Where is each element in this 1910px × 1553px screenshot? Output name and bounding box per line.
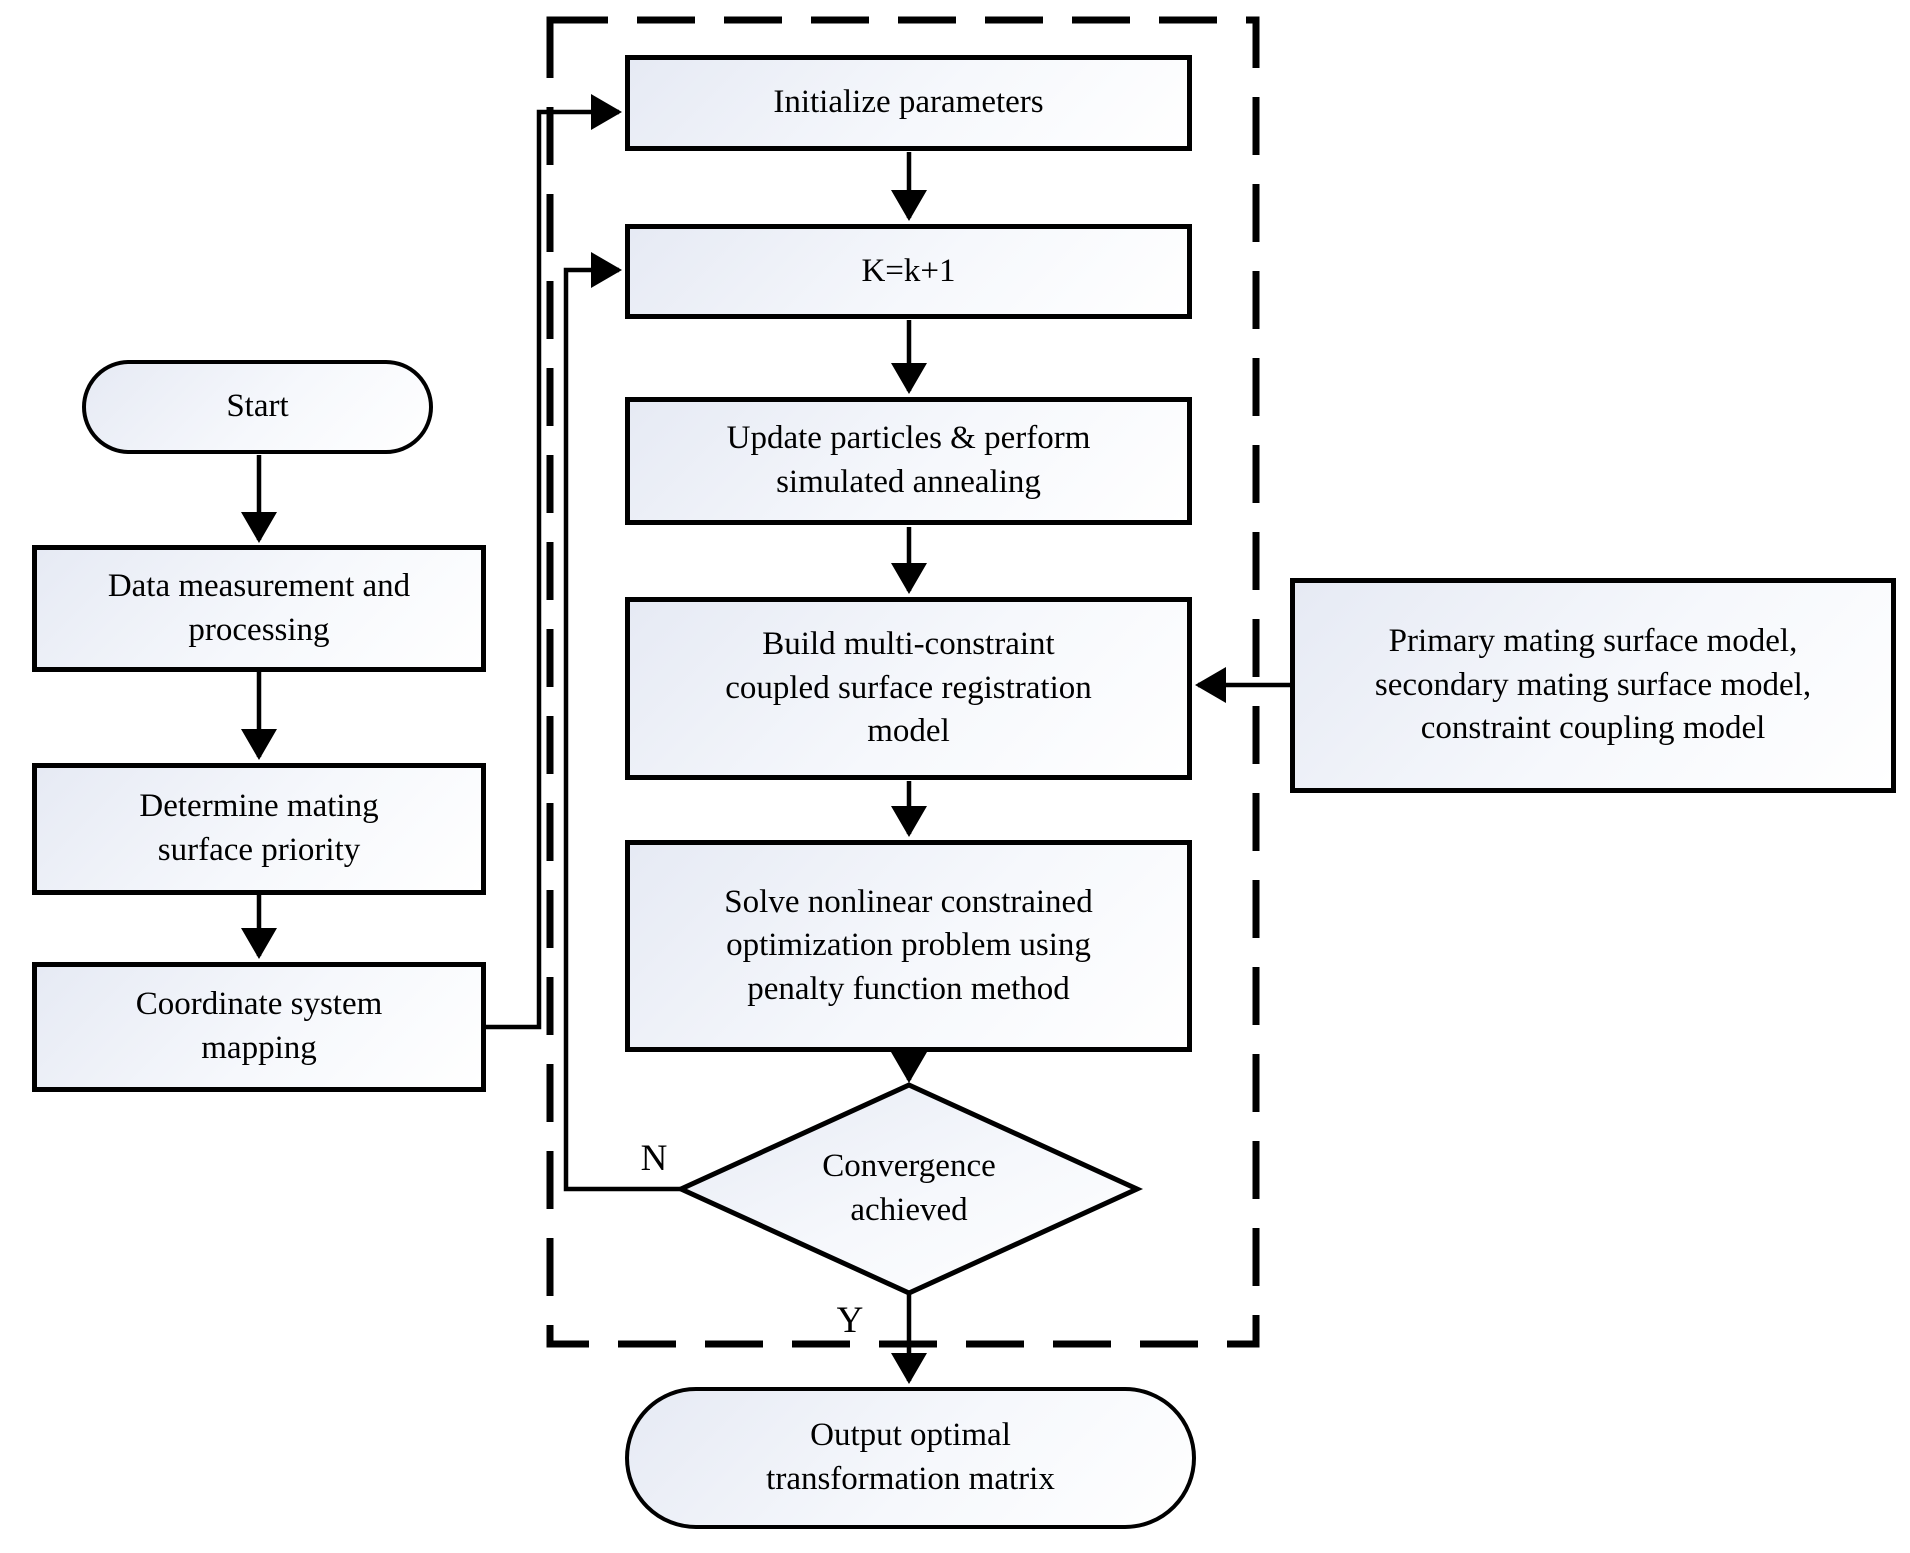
node-surface-models: Primary mating surface model, secondary … [1290,578,1896,793]
node-coordinate-mapping: Coordinate system mapping [32,962,486,1092]
node-label-line: Build multi-constraint [762,626,1055,663]
node-label: Initialize parameters [773,84,1044,121]
branch-label-yes: Y [836,1299,864,1341]
branch-label-no: N [640,1137,668,1179]
node-solve-problem: Solve nonlinear constrained optimization… [625,840,1192,1052]
node-label-line: simulated annealing [776,464,1041,500]
node-label-line: constraint coupling model [1420,710,1766,747]
node-data-measurement: Data measurement and processing [32,545,486,672]
node-label-line: Convergence [822,1148,996,1185]
node-label-line: Update particles & perform [726,420,1091,457]
loop-dashed-border [546,16,1260,1348]
node-label: Start [226,388,289,425]
node-label-line: model [867,713,950,750]
node-label-line: transformation matrix [766,1461,1055,1497]
arrow-decision-no-feedback [563,252,681,1192]
node-start: Start [82,360,433,454]
node-label-line: optimization problem using [726,927,1091,964]
node-label-line: Data measurement and [107,567,411,604]
node-label-line: processing [188,611,330,648]
arrow-coordinate-to-initialize [485,94,622,1030]
node-label-line: penalty function method [747,970,1070,1007]
node-initialize-parameters: Initialize parameters [625,55,1192,151]
node-label-line: Primary mating surface model, [1388,623,1798,660]
node-build-model: Build multi-constraint coupled surface r… [625,597,1192,780]
node-output: Output optimal transformation matrix [625,1387,1196,1529]
node-label-line: Output optimal [810,1417,1011,1454]
node-label-line: coupled surface registration [725,669,1092,706]
node-label-line: secondary mating surface model, [1374,666,1812,703]
node-label-line: Determine mating [139,788,379,825]
node-label-line: Coordinate system [135,986,383,1023]
convergence-diamond-label: Convergence achieved [714,1118,1104,1260]
node-label-line: mapping [201,1030,317,1066]
node-update-particles: Update particles & perform simulated ann… [625,397,1192,525]
node-label-line: achieved [850,1192,968,1228]
node-label-line: surface priority [157,832,361,868]
node-determine-priority: Determine mating surface priority [32,763,486,895]
node-label-line: Solve nonlinear constrained [724,883,1093,920]
node-label: K=k+1 [861,252,956,289]
node-iteration-counter: K=k+1 [625,224,1192,319]
